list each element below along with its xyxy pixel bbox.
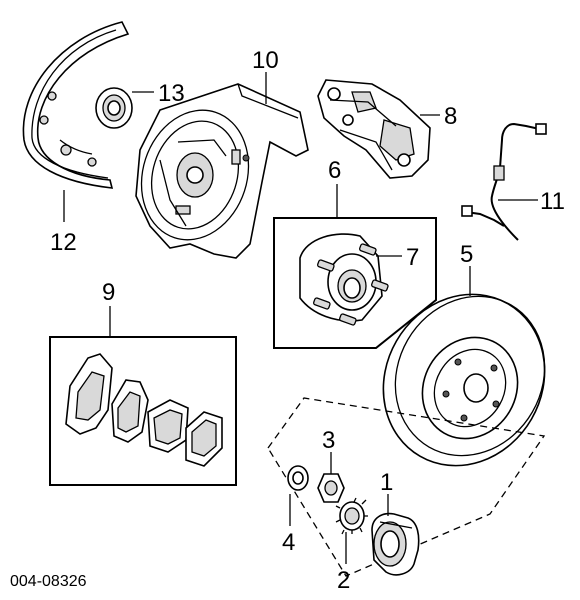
callout-5: 5 — [460, 241, 473, 268]
caliper — [317, 79, 431, 179]
callout-4: 4 — [282, 529, 295, 556]
callout-7: 7 — [406, 244, 419, 271]
hub-nut — [317, 473, 345, 503]
brake-rotor — [382, 293, 546, 467]
brake-hose — [461, 122, 547, 241]
diagram-id: 004-08326 — [10, 573, 87, 590]
callout-8: 8 — [444, 103, 457, 130]
callout-1: 1 — [380, 469, 393, 496]
callout-11: 11 — [540, 188, 565, 215]
wheel-bearing — [371, 512, 420, 576]
washer — [287, 465, 309, 491]
seal — [95, 87, 133, 129]
hub-assembly — [299, 233, 389, 326]
callout-10: 10 — [252, 47, 279, 74]
callout-6: 6 — [328, 157, 341, 184]
wheel-stud — [313, 243, 389, 326]
callout-3: 3 — [322, 427, 335, 454]
hub-box — [273, 217, 437, 349]
parking-brake-shoe — [22, 21, 130, 189]
callout-12: 12 — [50, 229, 77, 256]
backing-plate — [135, 83, 309, 259]
callout-9: 9 — [102, 279, 115, 306]
brake-pads — [65, 353, 223, 467]
tone-ring — [335, 497, 368, 535]
pads-box — [49, 336, 237, 486]
hardware-dashed-box — [267, 397, 546, 577]
callout-2: 2 — [337, 567, 350, 594]
